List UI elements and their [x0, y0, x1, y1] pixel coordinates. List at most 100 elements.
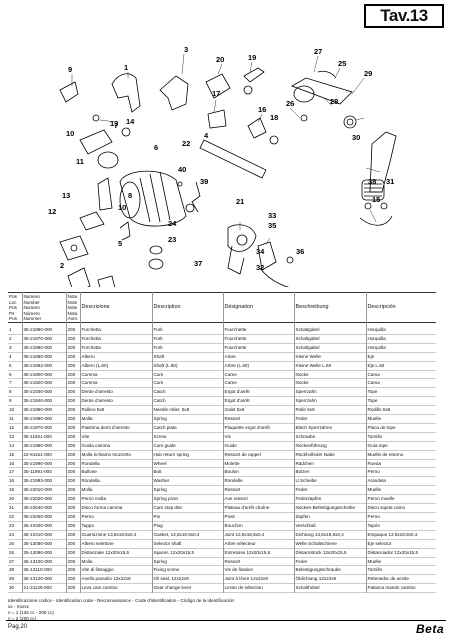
table-cell: Molette: [223, 459, 295, 468]
table-cell: 10: [8, 405, 23, 415]
table-cell: Schaltgabel: [294, 343, 367, 353]
callout-33: 33: [268, 211, 276, 220]
table-cell: Ressort de rappel: [223, 450, 295, 460]
table-cell: 11: [8, 414, 23, 424]
table-cell: Schraube: [294, 432, 367, 442]
table-cell: Piastrina denti d'arresto: [80, 423, 153, 433]
table-cell: Eje L.60: [367, 362, 385, 368]
callout-24: 24: [168, 219, 177, 228]
table-cell: Albero (L.60): [80, 361, 153, 370]
table-cell: Verschluß: [294, 521, 367, 531]
table-cell: Schaltgabel: [294, 322, 367, 335]
table-cell: Arbre: [223, 352, 295, 362]
table-cell: 200: [66, 494, 81, 504]
table-cell: 9: [8, 396, 23, 406]
callout-36: 36: [296, 247, 304, 256]
table-cell: 35-21970-000: [22, 423, 67, 433]
table-cell: Fork: [152, 343, 224, 353]
page-title: Tav.13: [364, 4, 444, 28]
table-cell: Washer: [152, 476, 224, 486]
table-cell: Molla richiamo mozzetto: [80, 450, 153, 460]
table-cell: Rullino 5x8: [80, 405, 153, 415]
table-cell: Tapón: [367, 522, 381, 528]
table-cell: Rolle 5x8: [294, 405, 367, 415]
table-cell: 200: [66, 467, 81, 477]
table-cell: 200: [66, 557, 81, 566]
table-cell: 35-21900-000: [22, 370, 67, 379]
table-cell: Spring: [152, 557, 224, 566]
table-cell: 24: [8, 530, 23, 540]
table-cell: Galet 5x8: [223, 405, 295, 415]
callout-20: 20: [216, 55, 224, 64]
table-cell: Muelle: [367, 416, 382, 422]
table-cell: Horquilla: [367, 326, 386, 332]
table-cell: Tope: [367, 398, 378, 404]
footnote-line: Identificazione codice - Identification …: [8, 598, 235, 603]
table-cell: U.Scheibe: [294, 476, 367, 486]
table-cell: 200: [66, 441, 81, 451]
callout-9: 9: [68, 65, 72, 74]
table-cell: Came: [223, 378, 295, 388]
table-cell: Disco sujeta camo: [367, 505, 406, 511]
table-cell: 200: [66, 343, 81, 353]
table-cell: Shaft: [152, 352, 224, 362]
table-cell: 35-10400-000: [22, 521, 67, 531]
callout-37: 37: [194, 259, 202, 268]
table-cell: 35-21860-000: [22, 322, 67, 335]
table-cell: Tornillo: [367, 567, 383, 573]
diagram-drawing: 9 1 3 20 19 27 25 13 17 16 26 28 29 14 1…: [48, 45, 397, 287]
table-cell: Guarnizione 13,8x18,8x0,4: [80, 530, 153, 540]
table-cell: Fixing screw: [152, 565, 224, 575]
table-cell: Dichtung 13,8x18,8x0,4: [294, 530, 367, 540]
callout-40: 40: [178, 165, 186, 174]
table-cell: Vis: [223, 432, 295, 442]
table-cell: Cama: [367, 380, 380, 386]
table-cell: 35-22050-000: [22, 512, 67, 522]
callout-38: 38: [368, 177, 376, 186]
table-cell: Zapfen: [294, 512, 367, 522]
callout-23: 23: [168, 235, 176, 244]
table-cell: Spring: [152, 485, 224, 495]
table-cell: Ergot d'arrêt: [223, 396, 295, 406]
table-cell: Palanca mando cambio: [367, 585, 416, 591]
table-cell: 200: [66, 503, 81, 513]
table-cell: Joint à lèvre 12x22x9: [223, 574, 295, 584]
footnote: Identificazione codice - Identification …: [8, 598, 308, 622]
table-cell: 14: [8, 441, 23, 451]
table-cell: Plug: [152, 521, 224, 531]
table-cell: Tornillo: [367, 433, 383, 439]
footer-divider: [6, 620, 446, 621]
table-cell: Cam: [152, 378, 224, 388]
table-cell: 200: [66, 512, 81, 522]
callout-34: 34: [256, 247, 265, 256]
callout-18: 18: [270, 113, 278, 122]
table-cell: Arandela: [367, 478, 386, 484]
table-cell: Schalthebel: [294, 583, 367, 593]
table-cell: 200: [66, 450, 81, 460]
table-cell: Distanzstück 12x20x15,5: [294, 548, 367, 558]
table-cell: 35-11991-000: [22, 467, 67, 477]
callout-31: 31: [386, 177, 394, 186]
table-cell: Bullone: [80, 467, 153, 477]
table-cell: 200: [66, 476, 81, 486]
table-cell: Feder: [294, 414, 367, 424]
table-cell: Cam guide: [152, 441, 224, 451]
table-cell: Rodillo 5x8: [367, 407, 391, 413]
table-cell: Ressort: [223, 485, 295, 495]
table-cell: 27: [8, 557, 23, 566]
table-cell: Perno: [80, 512, 153, 522]
table-cell: 200: [66, 352, 81, 362]
table-cell: Feder: [294, 557, 367, 566]
callout-17: 17: [212, 89, 220, 98]
footnote-line: n = 1 (125 cc - 200 cc): [8, 610, 54, 615]
table-cell: Plateau d'arrêt chaîne: [223, 503, 295, 513]
